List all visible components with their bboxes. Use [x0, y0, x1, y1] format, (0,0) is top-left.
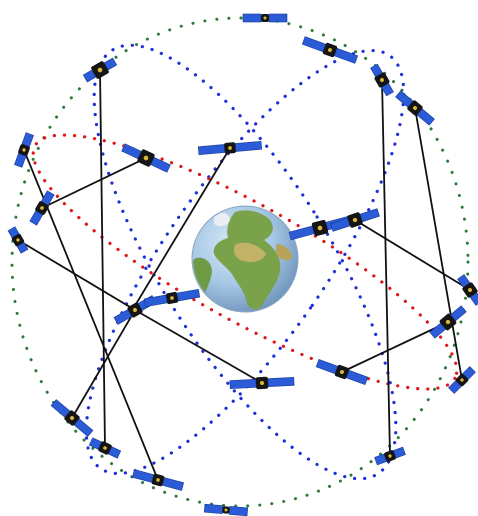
- satellite-icon: [242, 13, 288, 23]
- orbit-blue-1: [84, 48, 406, 476]
- satellite-icon: [374, 446, 406, 466]
- satellite-icon: [7, 226, 29, 254]
- satellite-icon: [429, 305, 467, 339]
- link-line: [414, 107, 463, 381]
- link-line: [41, 157, 147, 209]
- intersatellite-links: [17, 69, 471, 481]
- satellite-icon: [315, 358, 369, 386]
- link-line: [341, 321, 449, 373]
- satellite-icon: [330, 208, 380, 232]
- link-line: [354, 219, 471, 291]
- satellite-icon: [88, 437, 122, 459]
- link-line: [71, 309, 136, 419]
- link-line: [381, 79, 391, 457]
- link-line: [129, 147, 231, 315]
- earth-globe-icon: [191, 205, 299, 313]
- satellite-icon: [395, 90, 435, 126]
- link-line: [17, 239, 136, 311]
- satellite-icon: [229, 376, 295, 390]
- satellite-icon: [197, 140, 263, 156]
- orbit-blue-2: [92, 43, 398, 481]
- satellite-icon: [50, 399, 94, 437]
- satellite-icon: [448, 366, 476, 394]
- satellite-icon: [14, 132, 34, 168]
- satellites: [7, 13, 478, 516]
- orbit-red: [31, 133, 459, 391]
- link-line: [99, 69, 106, 449]
- satellite-icon: [143, 288, 201, 308]
- satellite-icon: [121, 143, 171, 173]
- link-line: [134, 309, 263, 384]
- satellite-icon: [82, 57, 118, 83]
- satellite-icon: [457, 274, 478, 306]
- orbit-green: [10, 16, 470, 508]
- satellite-icon: [131, 469, 185, 491]
- satellite-icon: [301, 36, 359, 64]
- satellite-icon: [370, 63, 394, 97]
- satellite-icon: [29, 190, 55, 226]
- satellite-icon: [203, 503, 249, 516]
